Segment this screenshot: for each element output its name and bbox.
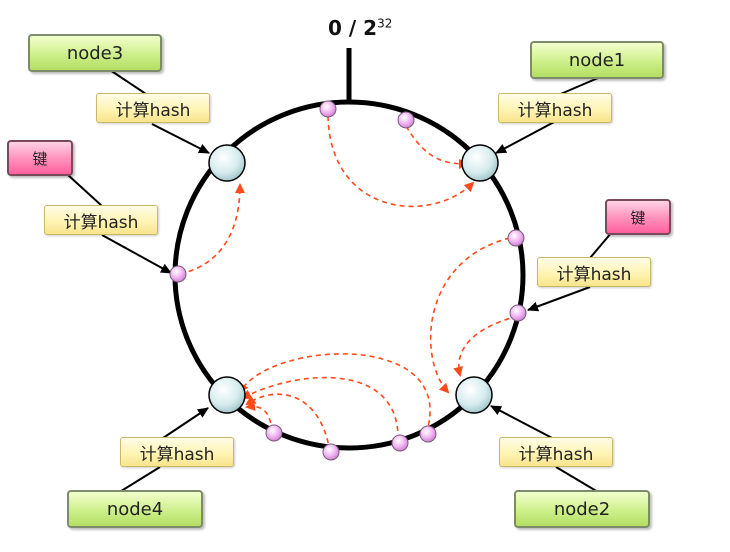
node4-position xyxy=(208,376,246,414)
connector-lines xyxy=(67,69,613,494)
ring-range-label: 0 / 232 xyxy=(328,16,392,40)
hash-point xyxy=(397,111,415,129)
hash-point xyxy=(509,304,527,322)
hash-point xyxy=(322,443,340,461)
hash-label-key-left: 计算hash xyxy=(44,205,158,235)
hash-points xyxy=(169,100,527,461)
hash-label-node3: 计算hash xyxy=(96,93,210,123)
hash-point xyxy=(391,434,409,452)
hash-label-key-right: 计算hash xyxy=(537,257,651,287)
hash-label-node4: 计算hash xyxy=(120,437,234,467)
hash-point xyxy=(419,425,437,443)
node1-box: node1 xyxy=(530,41,664,79)
mapping-arrows xyxy=(179,115,519,453)
node2-position xyxy=(455,376,493,414)
node4-box: node4 xyxy=(67,490,203,528)
ring-nodes xyxy=(208,144,499,414)
key-box-left: 键 xyxy=(7,140,73,176)
hash-point xyxy=(265,424,283,442)
hash-label-node1: 计算hash xyxy=(498,93,612,123)
ring-range-exponent: 32 xyxy=(377,16,393,31)
hash-point xyxy=(169,265,187,283)
hash-point xyxy=(507,229,525,247)
hash-label-node2: 计算hash xyxy=(499,437,613,467)
node2-box: node2 xyxy=(514,490,650,528)
key-box-right: 键 xyxy=(605,199,671,235)
node3-box: node3 xyxy=(28,34,162,72)
ring-range-base: 0 / 2 xyxy=(328,16,378,40)
hash-point xyxy=(319,100,337,118)
node3-position xyxy=(208,144,246,182)
node1-position xyxy=(461,144,499,182)
